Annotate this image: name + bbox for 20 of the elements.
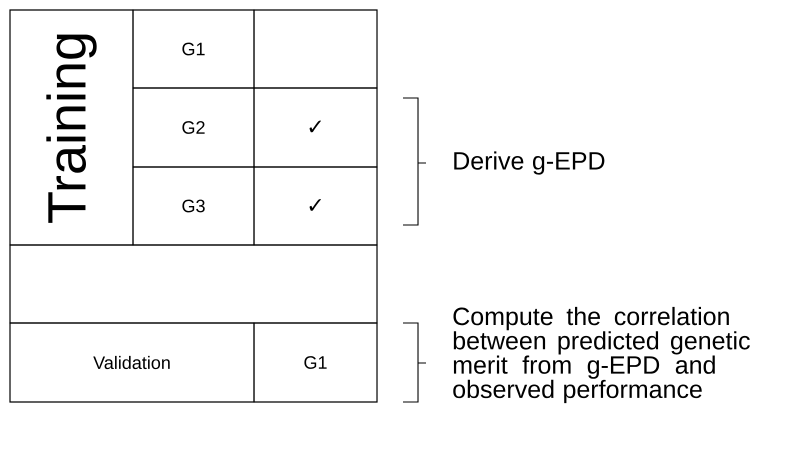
node-label: G1 xyxy=(304,356,327,369)
node-label: G3 xyxy=(182,200,205,212)
description-text: Derive g-EPD xyxy=(454,151,604,175)
table-cell xyxy=(132,9,255,89)
table-cell xyxy=(253,166,378,246)
node-label: Validation xyxy=(93,356,170,370)
empty-cell xyxy=(253,9,378,89)
node-label: G1 xyxy=(182,42,205,56)
node-label: G2 xyxy=(182,121,205,134)
empty-cell xyxy=(9,244,378,324)
table-cell xyxy=(9,322,255,403)
node-label: Training xyxy=(46,34,97,223)
table-cell xyxy=(132,87,255,168)
table-cell xyxy=(253,322,378,403)
node-label: ✓ xyxy=(310,120,321,132)
table-cell xyxy=(253,87,378,168)
node-label: ✓ xyxy=(310,199,321,211)
table-cell xyxy=(9,9,134,246)
table-cell xyxy=(132,166,255,246)
description-text: Compute the correlation between predicted genetic merit from g-EPD and observed performance xyxy=(453,306,750,404)
